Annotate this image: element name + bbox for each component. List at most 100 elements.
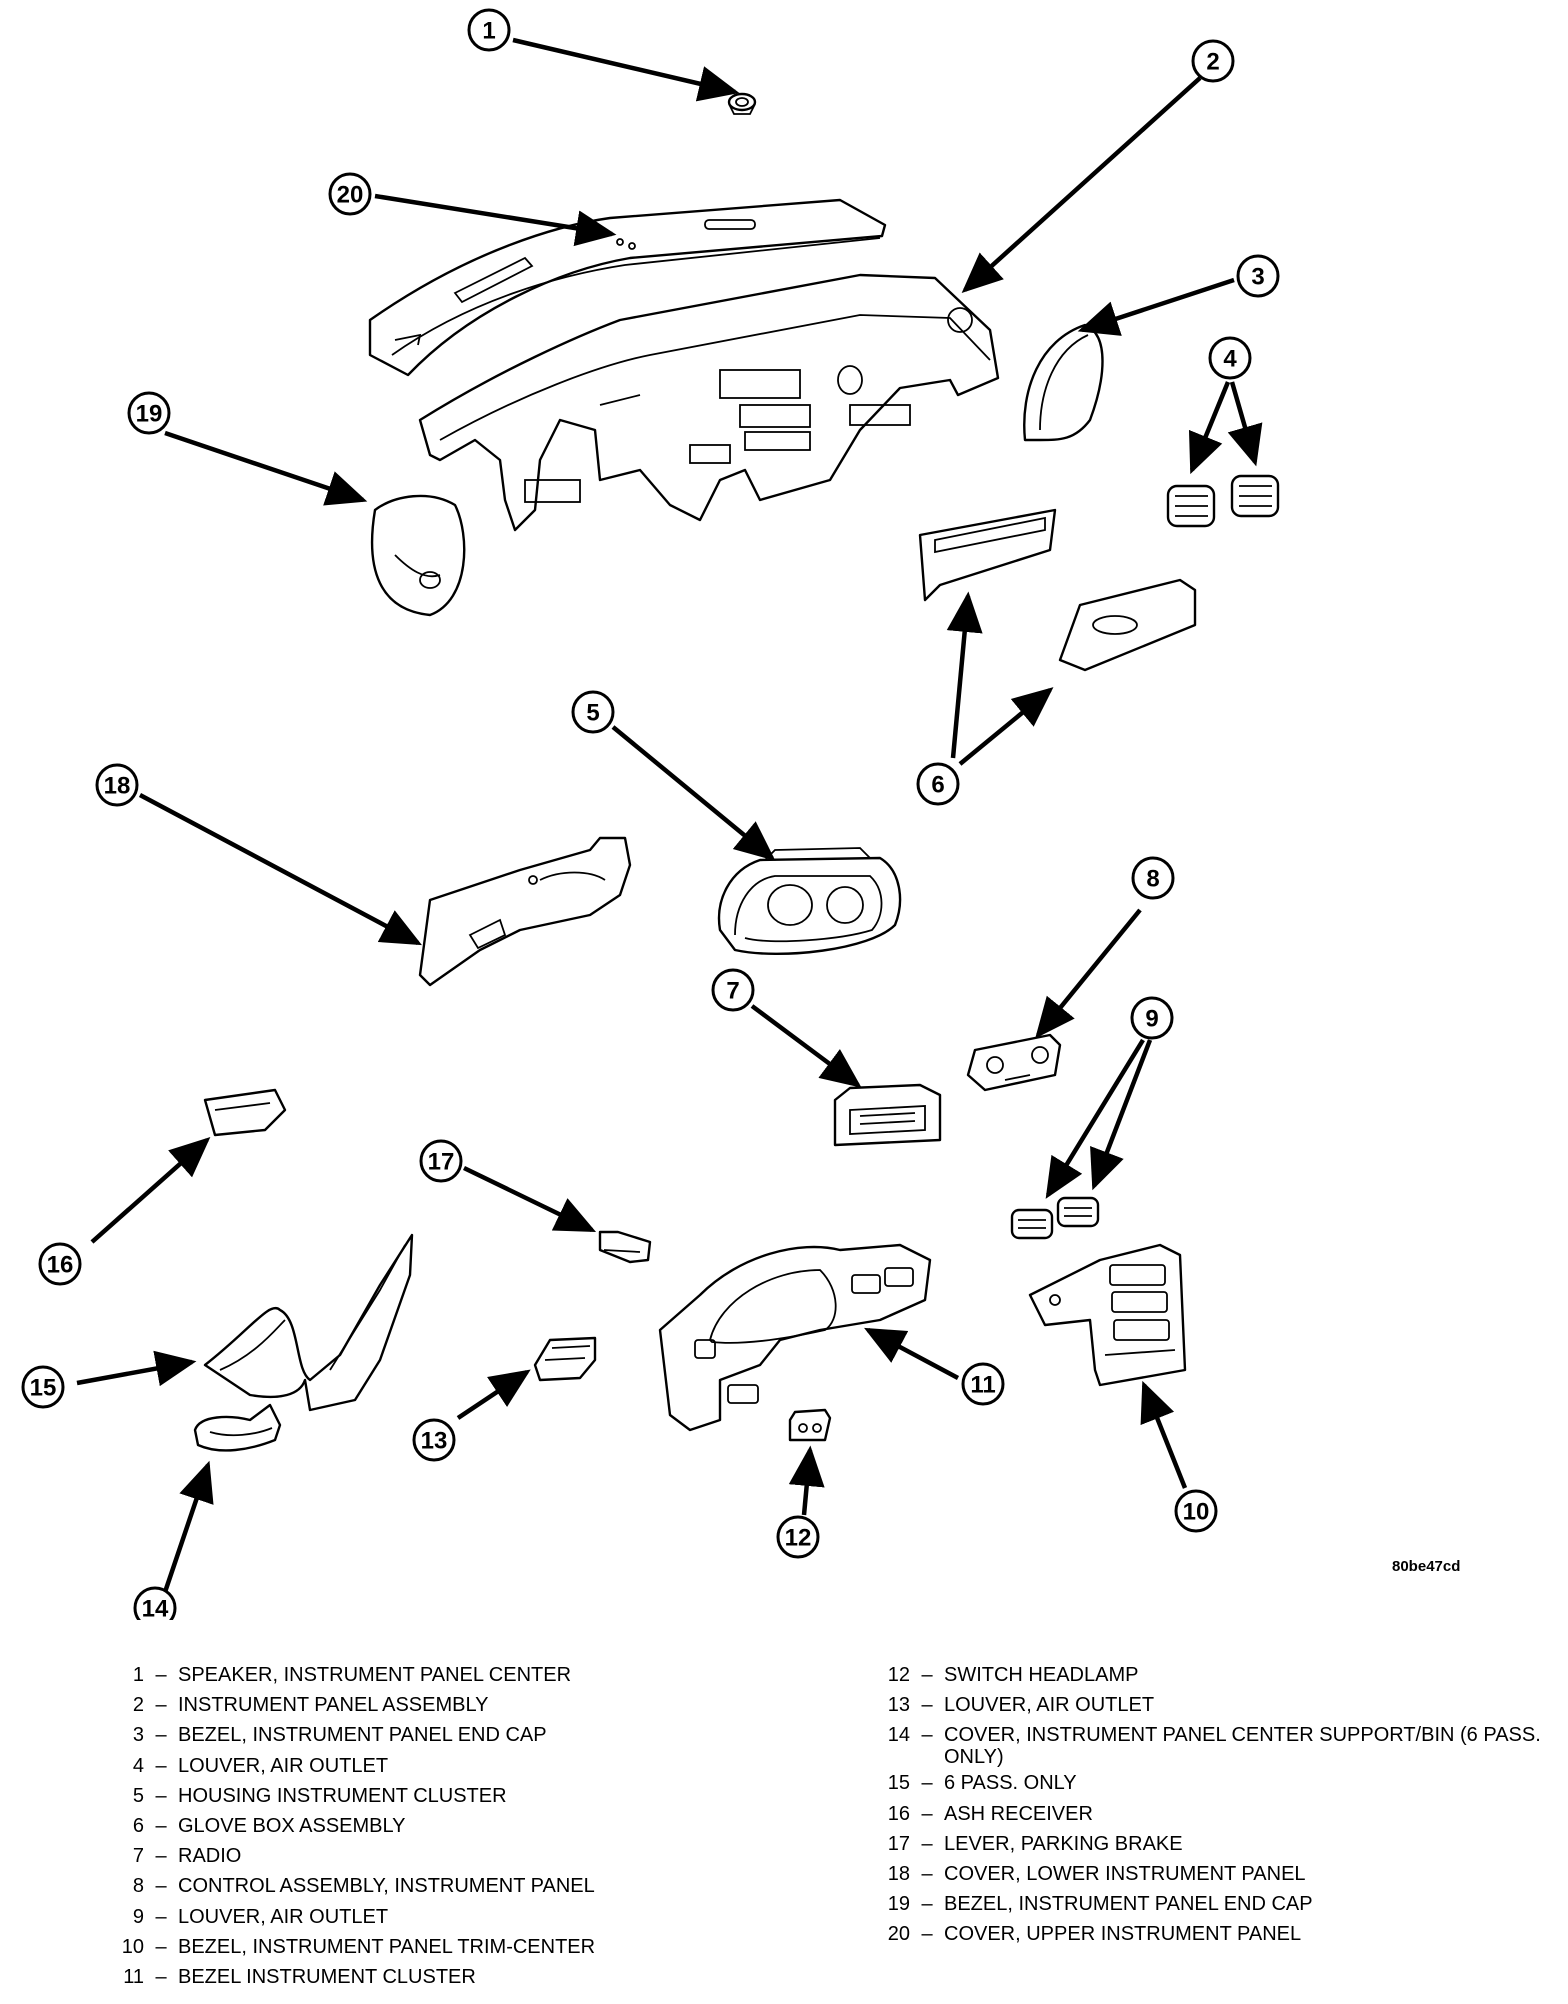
legend-number: 14 (887, 1724, 910, 1747)
legend-description: LOUVER, AIR OUTLET (944, 1694, 1155, 1717)
part-20-upper-instrument-panel-cover (368, 198, 887, 377)
legend-description: GLOVE BOX ASSEMBLY (178, 1815, 406, 1838)
callout-5: 5 (571, 690, 615, 734)
svg-text:20: 20 (337, 182, 364, 209)
part-4-louvers (1166, 474, 1280, 528)
legend-description: COVER, INSTRUMENT PANEL CENTER SUPPORT/B… (944, 1724, 1541, 1769)
legend-number: 9 (132, 1905, 144, 1928)
part-14-center-support-cover (193, 1403, 282, 1452)
callout-13: 13 (412, 1418, 456, 1462)
part-15-six-pass-only (203, 1233, 414, 1412)
callout-4: 4 (1208, 336, 1252, 380)
legend-item: 15–6 PASS. ONLY (870, 1768, 1560, 1798)
part-13-louver (533, 1336, 597, 1382)
legend-item: 17–LEVER, PARKING BRAKE (870, 1829, 1560, 1859)
legend-description: HOUSING INSTRUMENT CLUSTER (178, 1784, 507, 1807)
svg-text:4: 4 (1223, 346, 1237, 373)
legend-dash: – (921, 1832, 933, 1855)
leader-lines (76, 37, 1263, 1599)
legend-item: 16–ASH RECEIVER (870, 1799, 1560, 1829)
legend-description: BEZEL, INSTRUMENT PANEL END CAP (944, 1893, 1313, 1916)
callout-3: 3 (1236, 254, 1280, 298)
legend-description: SWITCH HEADLAMP (944, 1664, 1139, 1686)
callout-19: 19 (127, 391, 171, 435)
part-16-ash-receiver (203, 1088, 287, 1137)
legend-dash: – (155, 1694, 167, 1717)
callout-12: 12 (776, 1515, 820, 1559)
part-7-radio (833, 1083, 942, 1147)
legend-number: 16 (887, 1802, 910, 1825)
svg-text:6: 6 (931, 772, 944, 799)
svg-text:14: 14 (142, 1596, 169, 1621)
legend-number: 8 (132, 1875, 144, 1898)
legend-item: 18–COVER, LOWER INSTRUMENT PANEL (870, 1859, 1560, 1889)
part-12-headlamp-switch (788, 1408, 832, 1442)
part-2-instrument-panel-assembly (418, 273, 1000, 532)
svg-text:1: 1 (482, 18, 495, 45)
legend-description: INSTRUMENT PANEL ASSEMBLY (178, 1694, 489, 1717)
legend-number: 13 (887, 1694, 910, 1717)
legend-dash: – (921, 1664, 933, 1686)
figure-id: 80be47cd (1392, 1558, 1461, 1575)
legend-column-left: 1–SPEAKER, INSTRUMENT PANEL CENTER 2–INS… (104, 1660, 804, 1992)
legend-dash: – (155, 1754, 167, 1777)
legend-column-right: 12–SWITCH HEADLAMP 13–LOUVER, AIR OUTLET… (870, 1660, 1560, 1950)
legend-dash: – (921, 1893, 933, 1916)
svg-text:3: 3 (1251, 264, 1264, 291)
legend-description: CONTROL ASSEMBLY, INSTRUMENT PANEL (178, 1875, 595, 1898)
exploded-parts-diagram: 1 2 3 4 5 6 7 8 9 10 11 12 13 14 15 16 1… (21, 8, 1280, 1621)
part-6-glove-box-assembly (918, 508, 1197, 672)
legend-item: 7–RADIO (104, 1841, 804, 1871)
legend-number: 7 (132, 1845, 144, 1868)
callout-15: 15 (21, 1365, 65, 1409)
legend-description: RADIO (178, 1845, 242, 1868)
legend-item: 19–BEZEL, INSTRUMENT PANEL END CAP (870, 1889, 1560, 1919)
legend-dash: – (921, 1863, 933, 1886)
legend-description: BEZEL INSTRUMENT CLUSTER (178, 1966, 476, 1989)
legend-description: BEZEL, INSTRUMENT PANEL TRIM-CENTER (178, 1935, 596, 1958)
legend-item: 3–BEZEL, INSTRUMENT PANEL END CAP (104, 1720, 804, 1750)
legend-item: 6–GLOVE BOX ASSEMBLY (104, 1811, 804, 1841)
part-8-control-assembly (966, 1033, 1062, 1092)
callout-18: 18 (95, 763, 139, 807)
legend-description: LOUVER, AIR OUTLET (178, 1905, 389, 1928)
legend-item: 1–SPEAKER, INSTRUMENT PANEL CENTER (104, 1660, 804, 1690)
legend-dash: – (921, 1724, 933, 1747)
legend-item: 2–INSTRUMENT PANEL ASSEMBLY (104, 1690, 804, 1720)
svg-text:10: 10 (1183, 1499, 1210, 1526)
legend-item: 10–BEZEL, INSTRUMENT PANEL TRIM-CENTER (104, 1932, 804, 1962)
legend-dash: – (921, 1772, 933, 1795)
svg-text:9: 9 (1145, 1006, 1158, 1033)
legend-item: 9–LOUVER, AIR OUTLET (104, 1902, 804, 1932)
part-11-cluster-bezel (658, 1243, 932, 1432)
svg-text:5: 5 (586, 700, 599, 727)
legend-number: 17 (887, 1832, 910, 1855)
callout-7: 7 (711, 968, 755, 1012)
legend-description: ASH RECEIVER (944, 1802, 1093, 1825)
part-17-parking-brake-lever (598, 1230, 652, 1264)
callout-8: 8 (1131, 856, 1175, 900)
svg-text:17: 17 (428, 1149, 455, 1176)
svg-text:15: 15 (30, 1375, 57, 1402)
callout-16: 16 (38, 1242, 82, 1286)
svg-text:11: 11 (970, 1372, 995, 1399)
legend-number: 5 (132, 1784, 144, 1807)
callout-2: 2 (1191, 39, 1235, 83)
callout-1: 1 (467, 8, 511, 52)
legend-dash: – (155, 1724, 167, 1747)
svg-text:12: 12 (785, 1525, 812, 1552)
part-5-cluster-housing (717, 847, 902, 955)
legend-number: 12 (887, 1664, 910, 1686)
legend-item: 13–LOUVER, AIR OUTLET (870, 1690, 1560, 1720)
legend-item: 14–COVER, INSTRUMENT PANEL CENTER SUPPOR… (870, 1720, 1560, 1768)
svg-text:7: 7 (726, 978, 739, 1005)
part-9-louvers (1010, 1196, 1100, 1240)
callout-20: 20 (328, 172, 372, 216)
svg-text:16: 16 (47, 1252, 74, 1279)
legend-number: 2 (132, 1694, 144, 1717)
legend-dash: – (921, 1923, 933, 1946)
legend-dash: – (155, 1875, 167, 1898)
callout-11: 11 (961, 1362, 1005, 1406)
callout-9: 9 (1130, 996, 1174, 1040)
legend-dash: – (155, 1664, 167, 1686)
